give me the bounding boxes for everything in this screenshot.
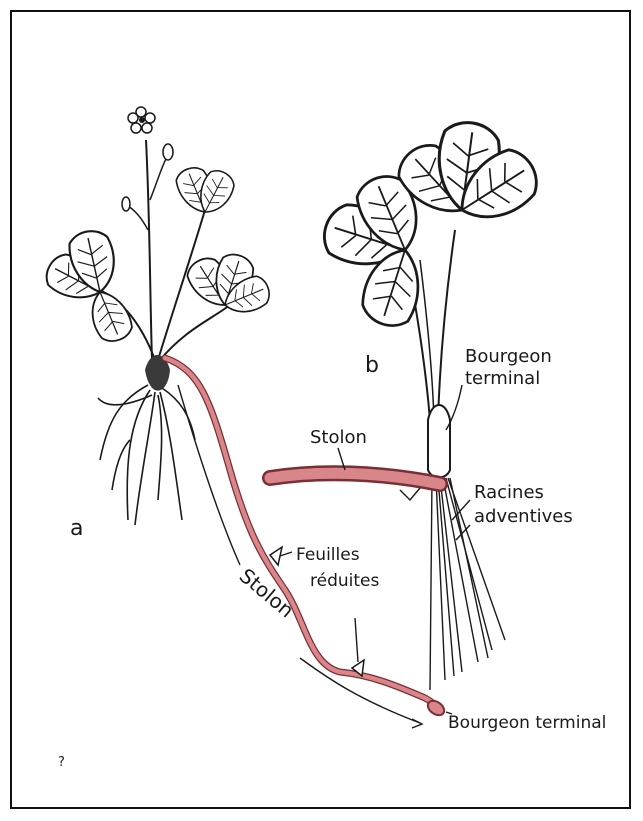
corner-mark: ? (58, 755, 65, 770)
label-plant-b: b (365, 353, 379, 378)
leaf-icon (173, 163, 239, 219)
roots-a (98, 385, 195, 525)
label-racines-line1: Racines (474, 482, 544, 503)
leaf-icon (183, 250, 274, 319)
label-stolon-b: Stolon (310, 427, 367, 448)
label-plant-a: a (70, 516, 83, 541)
label-bourgeon-b-line1: Bourgeon (465, 346, 552, 367)
leaf-icon (40, 228, 135, 346)
label-bourgeon-terminal-a: Bourgeon terminal (448, 713, 606, 733)
label-bourgeon-b-line2: terminal (465, 368, 540, 389)
plant-b (270, 118, 546, 690)
flower-icon (128, 107, 155, 133)
label-racines-line2: adventives (474, 506, 573, 527)
stolon-a (165, 358, 440, 712)
label-feuilles-line2: réduites (310, 571, 379, 591)
label-feuilles-line1: Feuilles (296, 545, 360, 565)
